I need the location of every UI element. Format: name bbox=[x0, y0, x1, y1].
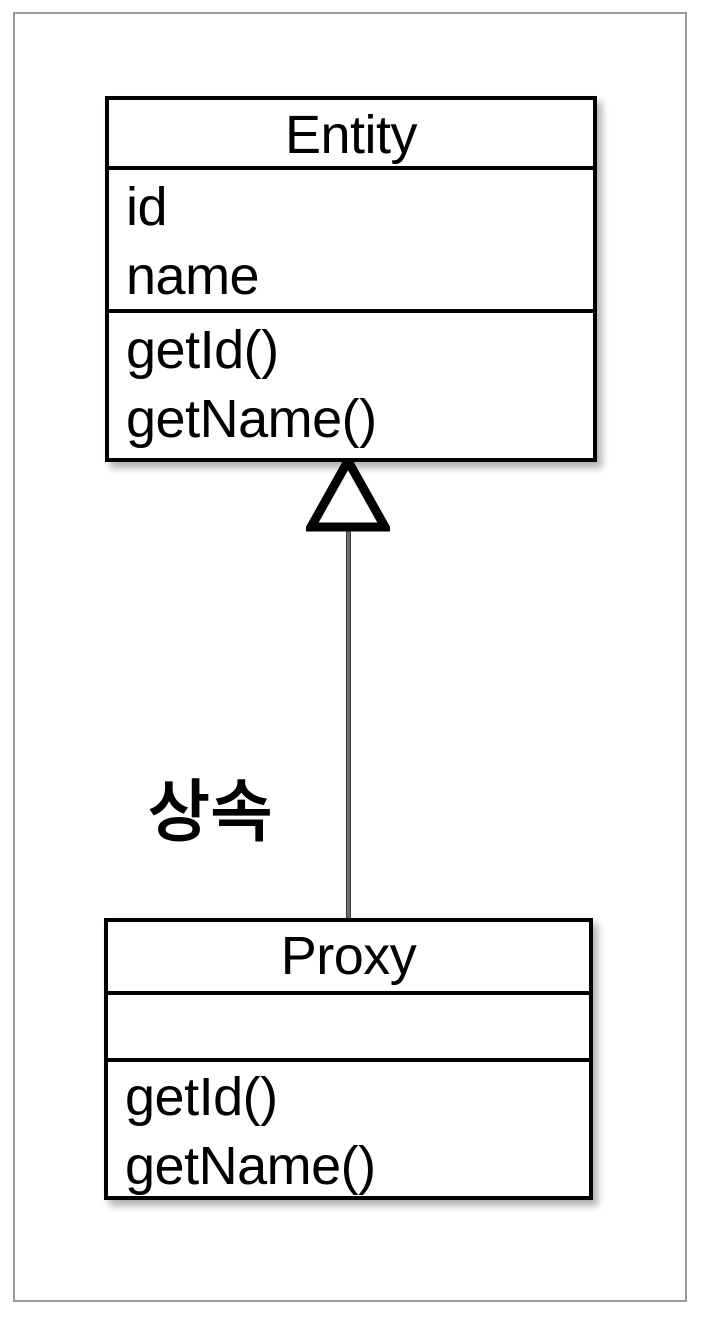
inheritance-label: 상속 bbox=[148, 775, 274, 850]
entity-attributes-compartment: id name bbox=[109, 170, 593, 313]
entity-methods-compartment: getId() getName() bbox=[109, 313, 593, 458]
proxy-method-getid: getId() bbox=[125, 1067, 278, 1127]
proxy-class-name: Proxy bbox=[280, 926, 417, 986]
entity-attribute-list: id name bbox=[109, 173, 593, 309]
proxy-method-getname: getName() bbox=[125, 1136, 376, 1196]
entity-method-list: getId() getName() bbox=[109, 316, 593, 454]
entity-method-getname: getName() bbox=[126, 389, 377, 449]
uml-class-proxy[interactable]: Proxy getId() getName() bbox=[104, 918, 593, 1200]
proxy-attributes-compartment bbox=[108, 995, 589, 1062]
entity-attribute-id: id bbox=[126, 177, 168, 237]
proxy-methods-compartment: getId() getName() bbox=[108, 1062, 589, 1196]
entity-class-name: Entity bbox=[284, 105, 418, 165]
proxy-title-compartment: Proxy bbox=[108, 922, 589, 995]
proxy-method-list: getId() getName() bbox=[108, 1063, 589, 1196]
generalization-triangle-icon bbox=[306, 456, 390, 532]
generalization-line bbox=[346, 524, 351, 920]
entity-title-compartment: Entity bbox=[109, 100, 593, 170]
entity-method-getid: getId() bbox=[126, 320, 279, 380]
entity-attribute-name: name bbox=[126, 246, 260, 306]
uml-class-entity[interactable]: Entity id name getId() getName() bbox=[105, 96, 597, 462]
